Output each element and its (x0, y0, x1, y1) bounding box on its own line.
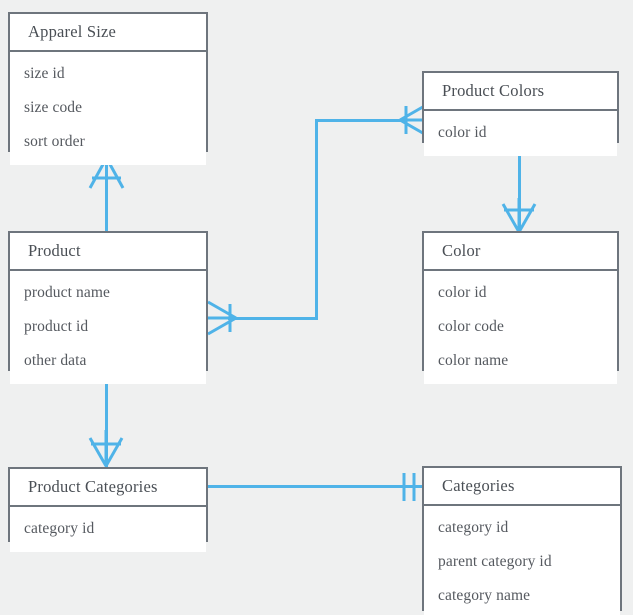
attribute-row: color name (438, 352, 509, 369)
connector-product-categories-categories (206, 485, 424, 488)
entity-title-product: Product (10, 233, 206, 271)
connector-product-to-elbow (228, 317, 318, 320)
entity-attributes-apparel-size: size id size code sort order (10, 52, 206, 165)
attribute-row: size id (24, 65, 65, 82)
attribute-row: other data (24, 352, 87, 369)
entity-apparel-size[interactable]: Apparel Size size id size code sort orde… (8, 12, 208, 165)
crowfoot-color-many (501, 198, 537, 233)
attribute-row: category id (24, 520, 95, 537)
attribute-row: size code (24, 99, 83, 116)
entity-title-color: Color (424, 233, 617, 271)
entity-title-product-colors: Product Colors (424, 73, 617, 111)
entity-attributes-categories: category id parent category id category … (424, 506, 620, 615)
entity-product[interactable]: Product product name product id other da… (8, 231, 208, 384)
entity-attributes-product-categories: category id (10, 507, 206, 552)
entity-product-categories[interactable]: Product Categories category id (8, 467, 208, 552)
entity-title-categories: Categories (424, 468, 620, 506)
attribute-row: category id (438, 519, 509, 536)
crowfoot-product-categories-many (88, 430, 124, 467)
connector-product-product-categories (105, 370, 108, 470)
attribute-row: product id (24, 318, 89, 335)
entity-title-product-categories: Product Categories (10, 469, 206, 507)
connector-product-apparel-size (105, 155, 108, 235)
attribute-row: product name (24, 284, 110, 301)
attribute-row: color id (438, 284, 487, 301)
entity-title-apparel-size: Apparel Size (10, 14, 206, 52)
cardinality-exactly-one (402, 473, 416, 501)
entity-product-colors[interactable]: Product Colors color id (422, 71, 619, 156)
entity-attributes-product-colors: color id (424, 111, 617, 156)
entity-categories[interactable]: Categories category id parent category i… (422, 466, 622, 615)
connector-elbow-vertical (315, 119, 318, 319)
attribute-row: parent category id (438, 553, 552, 570)
attribute-row: color code (438, 318, 504, 335)
connector-elbow-to-product-colors (315, 119, 405, 122)
attribute-row: sort order (24, 133, 85, 150)
attribute-row: category name (438, 587, 531, 604)
connector-product-colors-color (518, 142, 521, 234)
entity-color[interactable]: Color color id color code color name (422, 231, 619, 384)
entity-attributes-product: product name product id other data (10, 271, 206, 384)
crowfoot-product-many (206, 300, 237, 336)
attribute-row: color id (438, 124, 487, 141)
entity-attributes-color: color id color code color name (424, 271, 617, 384)
